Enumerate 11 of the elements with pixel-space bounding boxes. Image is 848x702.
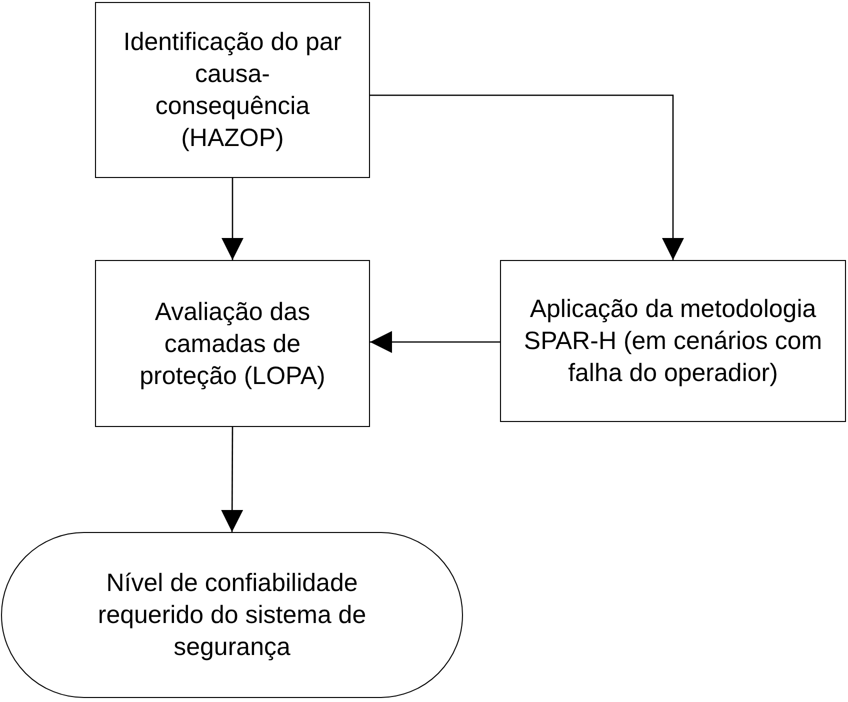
arrow: [370, 331, 500, 353]
box-label: Nível de confiabilidade requerido do sistema de segurança: [96, 568, 368, 663]
box-label: Aplicação da metodologia SPAR-H (em cenários com falha do operadior): [522, 294, 824, 389]
arrow: [222, 178, 244, 260]
process-box: [95, 260, 370, 427]
process-box: [500, 260, 846, 422]
arrow: [221, 427, 244, 532]
box-label: Identificação do par causa-consequência (HAZOP): [122, 27, 343, 154]
process-box: [95, 2, 370, 178]
arrow: [370, 94, 684, 260]
box-label: Avaliação das camadas de proteção (LOPA): [138, 296, 326, 392]
